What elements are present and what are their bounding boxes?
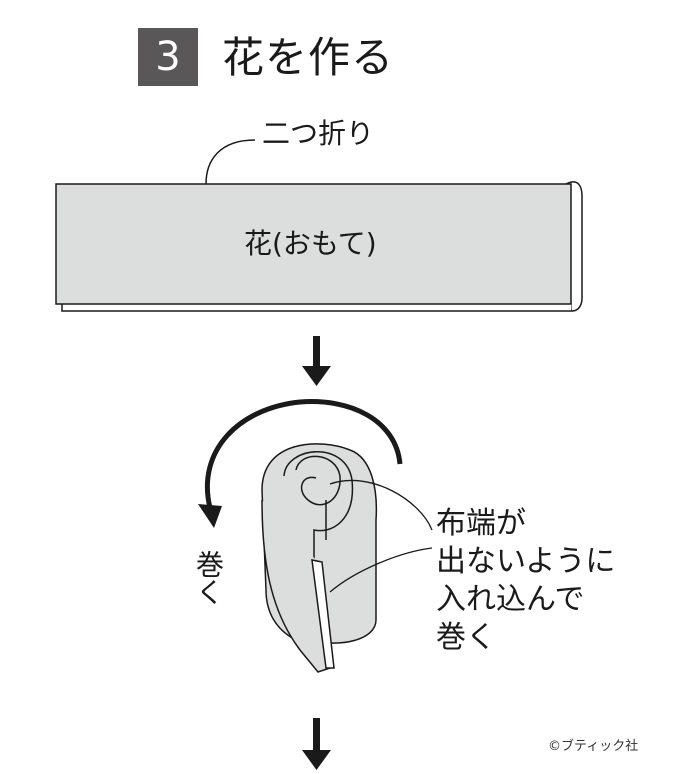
tip-line: 入れ込んで <box>436 582 585 617</box>
fabric-front-layer <box>55 183 572 305</box>
tip-leader-line-upper <box>329 479 433 531</box>
tip-text: 布端が 出ないように 入れ込んで 巻く <box>436 505 615 657</box>
copyright-credit: ©ブティック社 <box>548 739 639 754</box>
tip-line: 布端が <box>436 506 526 541</box>
roll-label: 巻く <box>192 550 225 606</box>
step-number-badge: 3 <box>138 28 198 86</box>
rotate-arrow-icon <box>198 399 403 528</box>
tip-leader-line-lower <box>329 547 433 593</box>
rolled-fabric <box>261 443 378 673</box>
tip-line: 巻く <box>436 620 496 655</box>
fold-leader-line <box>205 139 256 185</box>
fold-label: 二つ折り <box>262 117 375 150</box>
down-arrow-icon <box>302 336 331 386</box>
fabric-label: 花(おもて) <box>244 227 377 260</box>
tip-line: 出ないように <box>436 544 616 579</box>
down-arrow-icon <box>302 718 331 770</box>
step-title: 花を作る <box>222 33 395 82</box>
